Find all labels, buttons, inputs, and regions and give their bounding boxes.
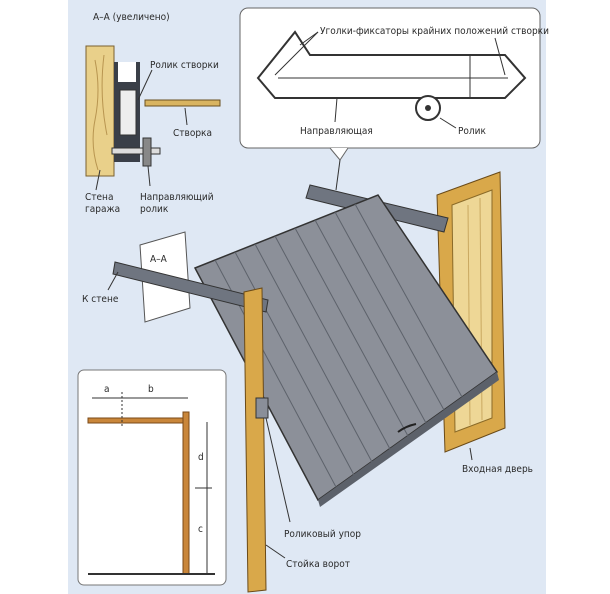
gate-post: [243, 287, 267, 593]
label-roller-stop: Роликовый упор: [284, 529, 361, 540]
label-to-wall: К стене: [82, 294, 119, 305]
dim-b: b: [148, 384, 154, 395]
label-roller: Ролик: [458, 126, 487, 137]
label-guide-roller-1: Направляющий: [140, 192, 214, 203]
gate-handle: [397, 423, 417, 433]
section-title: А–А (увеличено): [93, 12, 170, 23]
label-corner-stops: Уголки-фиксаторы крайних положений створ…: [320, 26, 549, 37]
label-section-mark: А–А: [150, 254, 168, 265]
label-guide: Направляющая: [300, 126, 373, 137]
gate-panel: [193, 194, 499, 507]
wall-beam: [85, 45, 115, 177]
label-wall-2: гаража: [85, 204, 120, 215]
label-wall-1: Стена: [85, 192, 113, 203]
label-roller-sash: Ролик створки: [150, 60, 219, 71]
inset-post: [182, 411, 190, 575]
label-gate-post: Стойка ворот: [286, 559, 350, 570]
roller-stop: [255, 397, 269, 419]
guide-rail-drawing: [256, 30, 527, 99]
inset-sash: [87, 417, 189, 424]
dimension-inset: a b d c: [77, 369, 227, 586]
label-entrance-door: Входная дверь: [462, 464, 533, 475]
label-guide-roller-2: ролик: [140, 204, 169, 215]
dim-d: d: [198, 452, 204, 463]
side-guide-rail: [112, 261, 269, 313]
dim-c: c: [198, 524, 203, 535]
label-sash: Створка: [173, 128, 212, 139]
section-detail: А–А (увеличено) Ролик створки Створка Ст…: [85, 12, 221, 215]
guide-callout: Уголки-фиксаторы крайних положений створ…: [239, 7, 549, 161]
dim-a: a: [104, 384, 110, 395]
sash-board: [144, 99, 221, 107]
